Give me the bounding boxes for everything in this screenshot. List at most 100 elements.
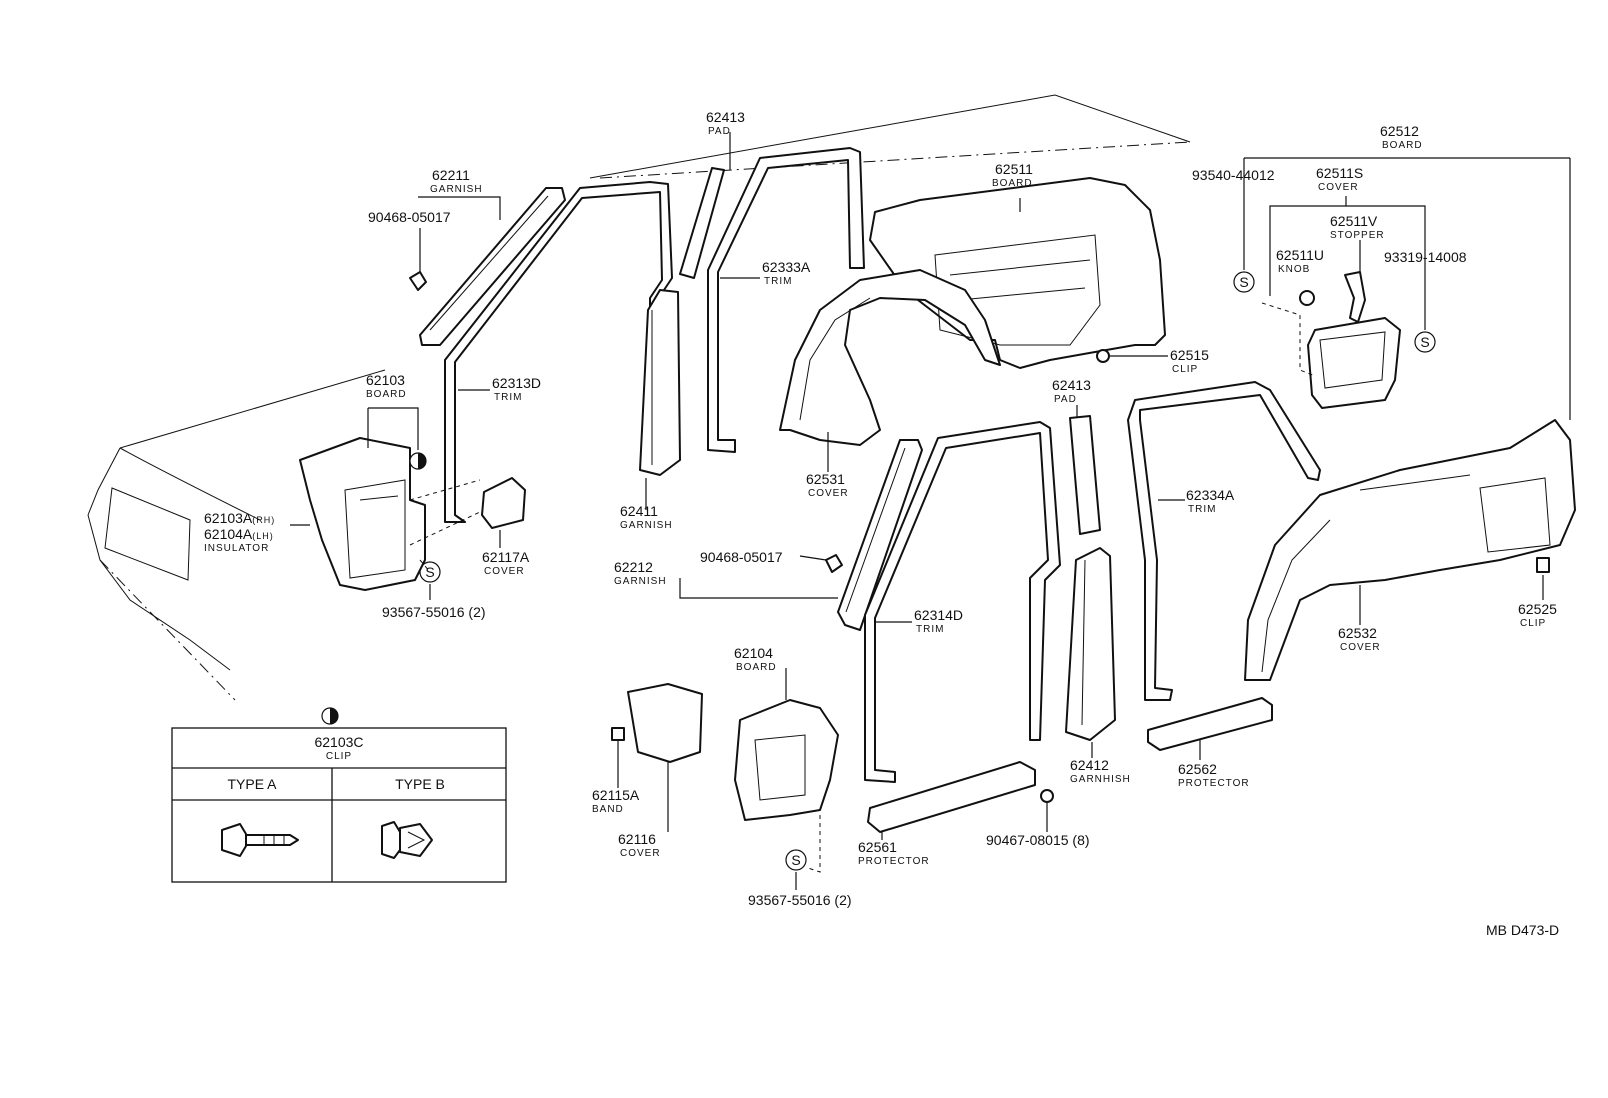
pad-62413-lower: [1069, 415, 1101, 535]
label-62532: 62532 COVER: [1338, 625, 1381, 653]
svg-text:S: S: [791, 852, 800, 868]
leader-lines: [290, 132, 1571, 890]
svg-text:62104: 62104: [734, 645, 773, 661]
svg-text:62117A: 62117A: [482, 549, 530, 565]
svg-text:PROTECTOR: PROTECTOR: [858, 856, 930, 867]
svg-text:BOARD: BOARD: [736, 662, 777, 673]
svg-text:COVER: COVER: [1340, 642, 1381, 653]
label-62412: 62412 GARNHISH: [1070, 757, 1131, 785]
svg-text:62515: 62515: [1170, 347, 1209, 363]
clip-90468-upper: [409, 271, 427, 291]
svg-text:INSULATOR: INSULATOR: [204, 543, 269, 554]
svg-text:GARNISH: GARNISH: [430, 184, 483, 195]
svg-text:62561: 62561: [858, 839, 897, 855]
label-62511S: 62511S COVER: [1316, 165, 1363, 193]
cover-62511S: [1299, 271, 1401, 409]
clip-table-type-a: TYPE A: [227, 776, 277, 792]
svg-text:62532: 62532: [1338, 625, 1377, 641]
label-62561: 62561 PROTECTOR: [858, 839, 930, 867]
garnish-62211: [419, 187, 566, 346]
label-62115A: 62115A BAND: [592, 787, 640, 815]
label-insulator: 62103A(RH) 62104A(LH) INSULATOR: [204, 510, 275, 554]
label-93540: 93540-44012: [1192, 167, 1275, 183]
trim-62333A: [707, 147, 865, 453]
svg-text:62104A(LH): 62104A(LH): [204, 526, 274, 542]
svg-text:KNOB: KNOB: [1278, 264, 1310, 275]
svg-text:BOARD: BOARD: [1382, 140, 1423, 151]
reference-code: MB D473-D: [1486, 922, 1559, 938]
svg-text:62412: 62412: [1070, 757, 1109, 773]
label-62531: 62531 COVER: [806, 471, 849, 499]
svg-text:62512: 62512: [1380, 123, 1419, 139]
cover-62532: [1244, 419, 1576, 681]
svg-text:62511U: 62511U: [1276, 247, 1324, 263]
label-62413-upper: 62413 PAD: [706, 109, 745, 137]
pad-62413-upper: [679, 167, 725, 279]
label-62562: 62562 PROTECTOR: [1178, 761, 1249, 789]
half-circle-marker-table: [321, 707, 339, 725]
trim-62334A: [1127, 381, 1321, 701]
s-marker-93567a: S: [419, 561, 441, 583]
label-90468-upper: 90468-05017: [368, 209, 451, 225]
svg-text:STOPPER: STOPPER: [1330, 230, 1385, 241]
label-62211: 62211 GARNISH: [430, 167, 483, 195]
label-93567-upper: 93567-55016 (2): [382, 604, 486, 620]
svg-text:CLIP: CLIP: [1172, 364, 1198, 375]
svg-text:GARNISH: GARNISH: [620, 520, 673, 531]
svg-text:62413: 62413: [706, 109, 745, 125]
svg-text:62562: 62562: [1178, 761, 1217, 777]
svg-text:62511V: 62511V: [1330, 213, 1378, 229]
label-62104: 62104 BOARD: [734, 645, 777, 673]
protector-62561: [867, 761, 1036, 833]
svg-text:BOARD: BOARD: [366, 389, 407, 400]
clip-table-desc: CLIP: [326, 751, 352, 762]
cover-62531: [779, 269, 1001, 446]
svg-text:S: S: [1420, 334, 1429, 350]
s-marker-93540: S: [1233, 271, 1255, 293]
garnish-62212: [837, 439, 923, 631]
clip-type-b-icon: [381, 821, 433, 859]
svg-text:62211: 62211: [432, 167, 470, 183]
svg-text:62115A: 62115A: [592, 787, 640, 803]
protector-62562: [1147, 697, 1273, 751]
svg-text:GARNHISH: GARNHISH: [1070, 774, 1131, 785]
label-62525: 62525 CLIP: [1518, 601, 1557, 629]
svg-text:CLIP: CLIP: [1520, 618, 1546, 629]
clip-type-table: 62103C CLIP TYPE A TYPE B: [171, 727, 507, 883]
clip-type-a-icon: [221, 823, 299, 857]
label-62103: 62103 BOARD: [366, 372, 407, 400]
s-marker-93319: S: [1414, 331, 1436, 353]
cover-62116: [611, 683, 703, 763]
svg-text:PAD: PAD: [1054, 394, 1077, 405]
label-93567-lower: 93567-55016 (2): [748, 892, 852, 908]
label-62515: 62515 CLIP: [1170, 347, 1209, 375]
label-62512: 62512 BOARD: [1380, 123, 1423, 151]
clip-90468-lower: [825, 554, 843, 573]
svg-text:COVER: COVER: [808, 488, 849, 499]
label-62334A: 62334A TRIM: [1186, 487, 1235, 515]
svg-text:62411: 62411: [620, 503, 658, 519]
svg-text:62103A(RH): 62103A(RH): [204, 510, 275, 526]
svg-text:62103: 62103: [366, 372, 405, 388]
clip-62525: [1536, 557, 1550, 573]
svg-text:PAD: PAD: [708, 126, 731, 137]
svg-text:62511S: 62511S: [1316, 165, 1363, 181]
label-90467: 90467-08015 (8): [986, 832, 1090, 848]
svg-text:GARNISH: GARNISH: [614, 576, 667, 587]
label-62511U: 62511U KNOB: [1276, 247, 1324, 275]
label-62117A: 62117A COVER: [482, 549, 530, 577]
cover-62117A: [481, 477, 526, 529]
trim-62314D: [864, 421, 1061, 783]
svg-text:62333A: 62333A: [762, 259, 811, 275]
svg-text:62212: 62212: [614, 559, 653, 575]
label-62116: 62116 COVER: [618, 831, 661, 859]
garnish-62412: [1065, 547, 1116, 741]
label-62413-lower: 62413 PAD: [1052, 377, 1091, 405]
svg-text:TRIM: TRIM: [916, 624, 944, 635]
svg-text:S: S: [425, 564, 434, 580]
clip-table-part-number: 62103C: [314, 734, 363, 750]
svg-text:62116: 62116: [618, 831, 656, 847]
svg-text:COVER: COVER: [620, 848, 661, 859]
label-62314D: 62314D TRIM: [914, 607, 963, 635]
